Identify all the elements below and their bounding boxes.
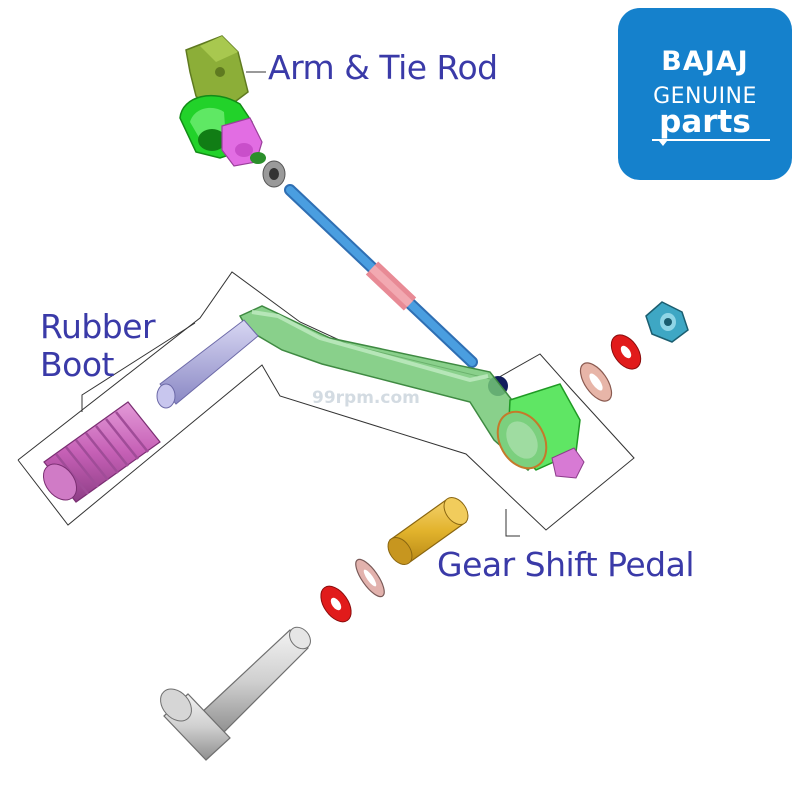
bajaj-genuine-parts-logo: BAJAJ GENUINE parts (618, 8, 792, 180)
label-rubber-boot: Rubber Boot (40, 307, 156, 384)
logo-line2: parts (659, 104, 751, 140)
boot-callout-box (17, 271, 635, 531)
washer-pink (579, 362, 613, 402)
tie-rod (284, 184, 478, 368)
washer-red-bottom (320, 585, 352, 623)
boot-leader-line (81, 322, 196, 412)
nut-teal (645, 301, 689, 343)
label-arm-tie-rod: Arm & Tie Rod (268, 48, 498, 87)
joint-part (221, 117, 266, 167)
pedal-leader-line (505, 509, 520, 537)
logo-line1: GENUINE (653, 84, 757, 109)
rod-nut (262, 160, 286, 188)
logo-underline (652, 139, 770, 141)
washer-pink-lower (355, 558, 385, 598)
watermark-text: 99rpm.com (312, 388, 420, 408)
bolt (160, 626, 311, 761)
rubber-boot (42, 401, 161, 503)
pedal-hub (496, 383, 585, 479)
logo-caret-icon (659, 141, 667, 146)
washer-red-top (610, 334, 642, 370)
label-gear-shift-pedal: Gear Shift Pedal (437, 545, 695, 584)
bush-gold (387, 497, 469, 565)
pedal-pin (156, 319, 259, 409)
logo-brand: BAJAJ (661, 46, 749, 77)
